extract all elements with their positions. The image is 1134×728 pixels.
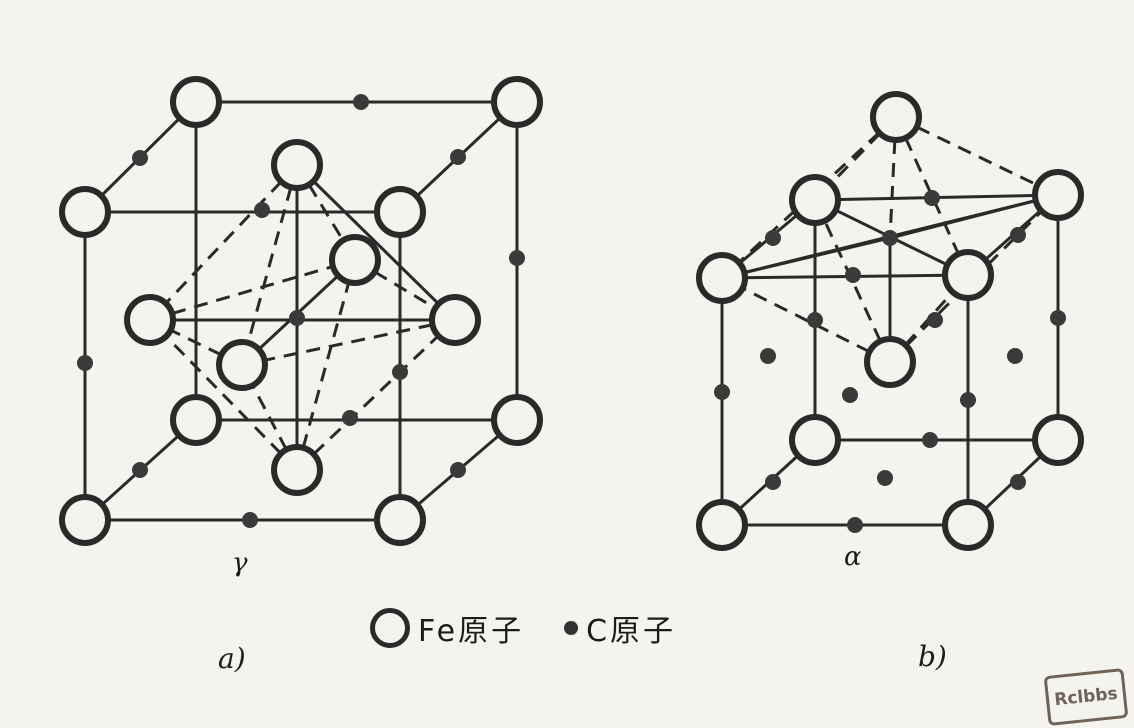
fe-atom <box>329 234 381 286</box>
gamma-phase-label: γ <box>232 548 248 578</box>
fe-atom <box>170 76 222 128</box>
c-atom <box>254 202 270 218</box>
c-atom <box>289 310 305 326</box>
fe-atom <box>170 394 222 446</box>
fe-atom <box>216 339 268 391</box>
fe-atom <box>374 494 426 546</box>
c-atom <box>760 348 776 364</box>
c-atom <box>847 517 863 533</box>
fe-atom <box>271 444 323 496</box>
fe-atom <box>789 174 841 226</box>
c-atom <box>450 149 466 165</box>
legend-item-fe: Fe原子 <box>370 606 524 650</box>
c-atom <box>765 474 781 490</box>
fe-atom <box>1032 414 1084 466</box>
c-atom <box>353 94 369 110</box>
subfigure-a-label: a) <box>218 642 246 675</box>
hollow-circle-icon <box>370 608 410 648</box>
c-atom <box>960 392 976 408</box>
c-atom <box>765 230 781 246</box>
c-atom <box>509 250 525 266</box>
c-atom <box>1007 348 1023 364</box>
c-atom <box>242 512 258 528</box>
fcc-c-atoms <box>77 94 525 528</box>
fe-atom <box>271 139 323 191</box>
fe-atom <box>124 294 176 346</box>
c-atom <box>924 190 940 206</box>
legend-c-label: C原子 <box>586 614 677 649</box>
fe-atom <box>696 252 748 304</box>
legend: Fe原子 C原子 <box>370 606 676 650</box>
c-atom <box>1010 227 1026 243</box>
c-atom <box>450 462 466 478</box>
fe-atom <box>1032 169 1084 221</box>
fe-atom <box>864 336 916 388</box>
fe-atom <box>491 394 543 446</box>
c-atom <box>927 312 943 328</box>
c-atom <box>342 410 358 426</box>
c-atom <box>877 470 893 486</box>
c-atom <box>132 462 148 478</box>
fe-atom <box>374 186 426 238</box>
alpha-phase-label: α <box>844 542 862 572</box>
subfigure-b-label: b) <box>918 640 947 673</box>
fe-atom <box>942 499 994 551</box>
bcc-c-atoms <box>714 190 1066 533</box>
fe-atom <box>491 76 543 128</box>
c-atom <box>77 355 93 371</box>
c-atom <box>845 267 861 283</box>
watermark-stamp: Rclbbs <box>1043 667 1129 727</box>
bcc-fe-atoms <box>696 91 1084 551</box>
c-atom <box>714 384 730 400</box>
fe-atom <box>870 91 922 143</box>
c-atom <box>882 230 898 246</box>
fcc-fe-atoms <box>59 76 543 546</box>
c-atom <box>807 312 823 328</box>
fcc-octahedron <box>148 163 457 472</box>
fe-atom <box>59 186 111 238</box>
fe-atom <box>59 494 111 546</box>
legend-item-c: C原子 <box>534 606 676 650</box>
fe-atom <box>942 249 994 301</box>
c-atom <box>392 364 408 380</box>
legend-fe-label: Fe原子 <box>418 614 525 649</box>
fe-atom <box>696 499 748 551</box>
c-atom <box>1050 310 1066 326</box>
c-atom <box>922 432 938 448</box>
c-atom <box>842 387 858 403</box>
fe-atom <box>789 414 841 466</box>
filled-dot-icon <box>564 621 579 635</box>
fe-atom <box>429 294 481 346</box>
c-atom <box>132 150 148 166</box>
c-atom <box>1010 474 1026 490</box>
